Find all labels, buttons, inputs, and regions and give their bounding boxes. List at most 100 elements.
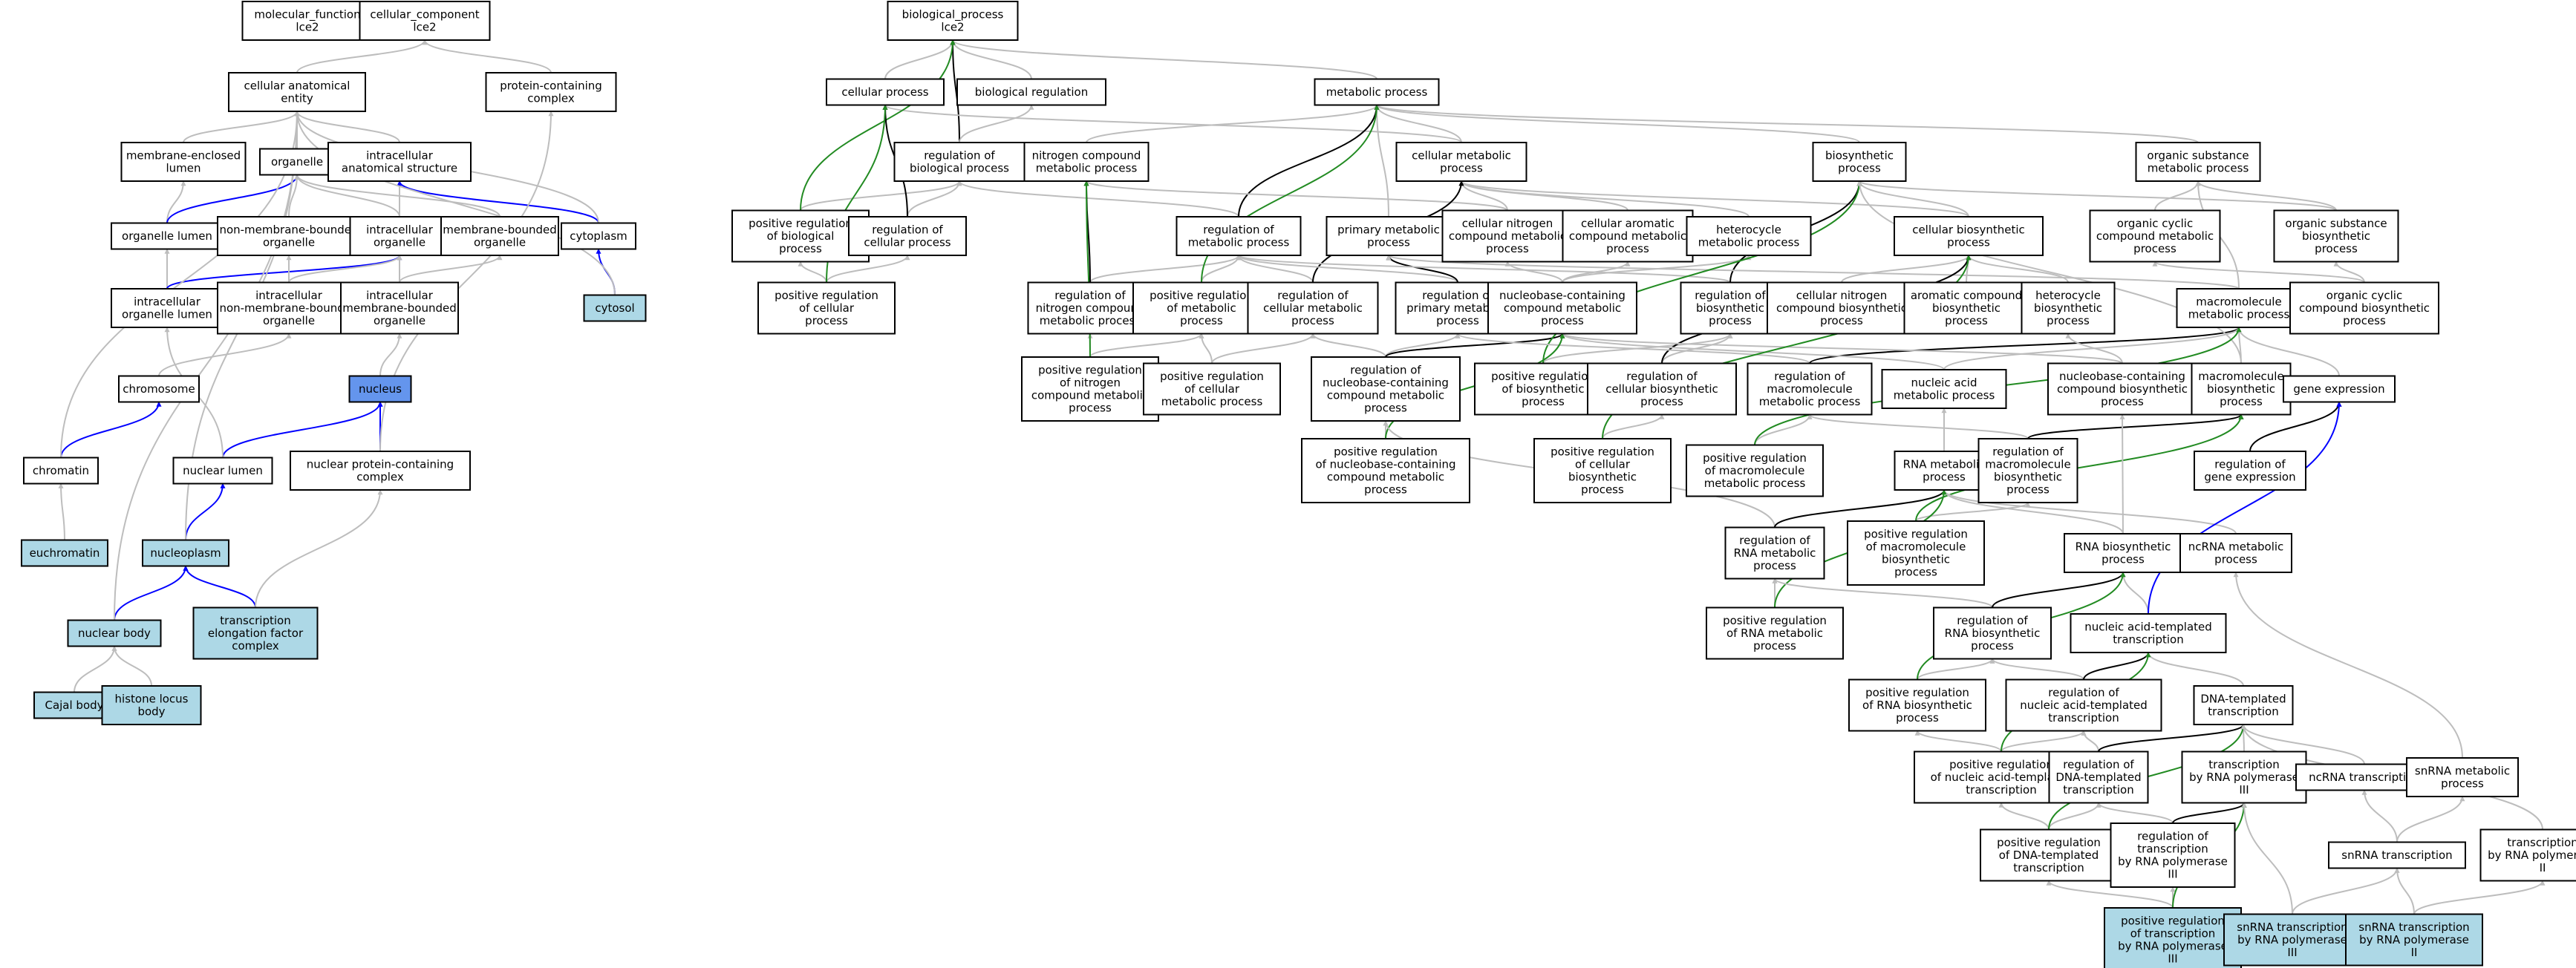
term-node-box[interactable] <box>1848 678 1986 732</box>
term-node-box[interactable] <box>1680 281 1781 335</box>
term-node-nbody[interactable]: nuclear body <box>67 619 162 647</box>
term-node-box[interactable] <box>1724 526 1825 580</box>
term-node-box[interactable] <box>348 375 412 403</box>
term-node-cytosol[interactable]: cytosol <box>583 294 647 322</box>
term-node-box[interactable] <box>120 142 247 182</box>
term-node-box[interactable] <box>1686 216 1812 256</box>
term-node-box[interactable] <box>118 375 200 403</box>
term-node-box[interactable] <box>1980 828 2118 882</box>
term-node-box[interactable] <box>2479 828 2576 882</box>
term-node-euchro[interactable]: euchromatin <box>21 539 108 567</box>
term-node-box[interactable] <box>1767 281 1917 335</box>
term-node-box[interactable] <box>33 691 115 719</box>
term-node-box[interactable] <box>1933 606 2052 660</box>
term-node-orgl[interactable]: organelle lumen <box>111 222 224 250</box>
term-node-box[interactable] <box>111 288 224 328</box>
term-node-box[interactable] <box>2345 913 2483 967</box>
term-node-box[interactable] <box>1812 142 1907 182</box>
term-node-box[interactable] <box>1903 281 2029 335</box>
term-node-mp[interactable]: metabolic process <box>1314 78 1440 106</box>
term-node-cp[interactable]: cellular process <box>826 78 945 106</box>
term-node-box[interactable] <box>2064 533 2182 573</box>
term-node-chromo[interactable]: chromosome <box>118 375 200 403</box>
term-node-box[interactable] <box>359 1 491 41</box>
term-node-box[interactable] <box>228 72 366 112</box>
term-node-box[interactable] <box>1311 356 1461 422</box>
term-node-box[interactable] <box>2070 613 2227 653</box>
term-node-nucleoplasm[interactable]: nucleoplasm <box>142 539 229 567</box>
term-node-box[interactable] <box>1487 281 1637 335</box>
term-node-box[interactable] <box>2406 757 2519 797</box>
term-node-box[interactable] <box>290 451 471 491</box>
term-node-box[interactable] <box>2135 142 2261 182</box>
term-node-box[interactable] <box>241 1 374 41</box>
term-node-box[interactable] <box>2021 281 2116 335</box>
term-node-box[interactable] <box>2047 362 2197 416</box>
term-node-box[interactable] <box>1247 281 1379 335</box>
term-node-box[interactable] <box>2193 685 2294 725</box>
term-node-box[interactable] <box>217 216 361 256</box>
term-node-box[interactable] <box>1706 606 1844 660</box>
term-node-box[interactable] <box>1441 209 1574 263</box>
term-node-box[interactable] <box>2048 750 2149 804</box>
term-node-box[interactable] <box>1562 209 1694 263</box>
term-node-box[interactable] <box>2110 823 2236 888</box>
term-node-box[interactable] <box>21 539 108 567</box>
term-node-box[interactable] <box>2328 841 2466 869</box>
term-node-box[interactable] <box>1023 142 1150 182</box>
term-node-nlumen[interactable]: nuclear lumen <box>172 457 273 485</box>
term-node-box[interactable] <box>1301 438 1470 503</box>
term-node-box[interactable] <box>1977 438 2078 503</box>
term-node-breg[interactable]: biological regulation <box>956 78 1106 106</box>
term-node-box[interactable] <box>956 78 1106 106</box>
term-node-box[interactable] <box>349 216 450 256</box>
term-node-box[interactable] <box>2289 281 2439 335</box>
